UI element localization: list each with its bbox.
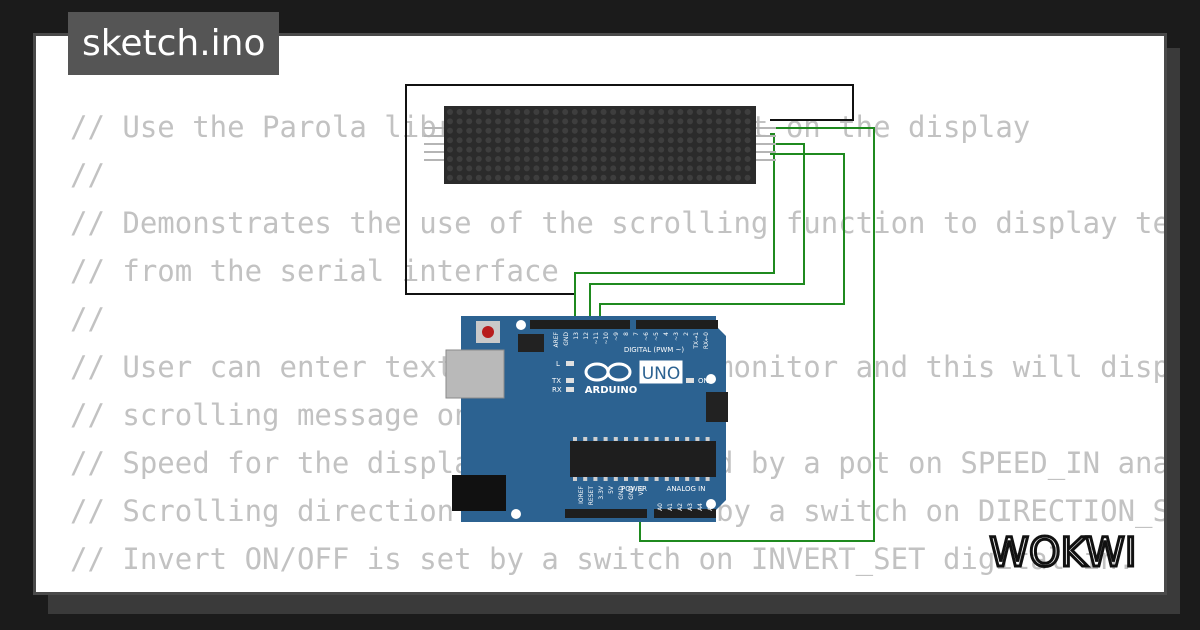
pin-label-digital: TX→1 bbox=[693, 332, 700, 350]
digital-header-right bbox=[636, 320, 718, 329]
pin-label-digital: ~10 bbox=[603, 332, 610, 345]
reset-button-icon bbox=[476, 321, 500, 343]
pin-label-analog: A4 bbox=[697, 503, 704, 511]
code-line[interactable]: // Invert ON/OFF is set by a switch on I… bbox=[70, 542, 1136, 576]
pin-label-digital: ~9 bbox=[613, 332, 620, 341]
code-line[interactable]: // Demonstrates the use of the scrolling… bbox=[70, 206, 1167, 240]
label-rx: RX bbox=[552, 386, 562, 394]
matrix-pins-right bbox=[756, 127, 776, 161]
pin-label-power: RESET bbox=[588, 486, 595, 506]
label-power: POWER bbox=[621, 485, 647, 493]
label-tx: TX bbox=[551, 377, 561, 385]
pin-label-power: GND bbox=[628, 486, 635, 500]
matrix-pins-left bbox=[424, 127, 444, 161]
pin-label-analog: A2 bbox=[677, 503, 684, 511]
pin-label-digital: 4 bbox=[663, 332, 670, 336]
pin-label-digital: ~6 bbox=[643, 332, 650, 341]
label-digital: DIGITAL (PWM ~) bbox=[624, 346, 685, 354]
code-line[interactable]: // bbox=[70, 583, 105, 592]
wire-cs bbox=[589, 143, 805, 322]
pin-label-digital: ~5 bbox=[653, 332, 660, 341]
pin-label-gnd: GND bbox=[563, 332, 570, 346]
atmega-chip bbox=[570, 441, 716, 477]
arduino-logo-icon bbox=[584, 362, 632, 382]
wire-clk bbox=[599, 153, 845, 322]
matrix-leds bbox=[447, 109, 751, 181]
analog-header bbox=[654, 509, 716, 518]
pin-label-digital: 8 bbox=[623, 332, 630, 336]
pin-label-analog: A1 bbox=[667, 503, 674, 511]
pin-label-digital: 2 bbox=[683, 332, 690, 336]
power-jack-icon bbox=[452, 475, 506, 511]
code-line[interactable]: // from the serial interface bbox=[70, 254, 559, 288]
label-analog: ANALOG IN bbox=[667, 485, 706, 493]
wire-din bbox=[574, 133, 775, 322]
wire-vcc bbox=[639, 127, 875, 542]
led-matrix-display bbox=[424, 106, 776, 184]
code-line[interactable]: // bbox=[70, 158, 105, 192]
label-l: L bbox=[556, 360, 560, 368]
pin-label-digital: 13 bbox=[573, 332, 580, 340]
pin-label-digital: 7 bbox=[633, 332, 640, 336]
pin-label-analog: A5 bbox=[707, 503, 714, 511]
arduino-uno-board: UNO ARDUINO ON L TX RX DIGITAL (PWM ~) P… bbox=[445, 316, 728, 522]
label-on: ON bbox=[698, 377, 709, 385]
usb-port-icon bbox=[445, 349, 505, 399]
pin-label-analog: A3 bbox=[687, 503, 694, 511]
board-brand: ARDUINO bbox=[585, 385, 637, 396]
code-line[interactable]: // User can enter text on the serial mon… bbox=[70, 350, 1164, 384]
code-line[interactable]: // bbox=[70, 302, 105, 336]
pin-label-analog: A0 bbox=[657, 503, 664, 511]
pin-label-power: 5V bbox=[608, 485, 615, 494]
pin-label-power: GND bbox=[618, 486, 625, 500]
power-header bbox=[565, 509, 647, 518]
pin-label-digital: RX←0 bbox=[703, 332, 710, 349]
digital-header-left bbox=[530, 320, 630, 329]
board-model: UNO bbox=[642, 364, 681, 384]
wokwi-logo[interactable]: WOKWI bbox=[978, 522, 1148, 578]
pin-label-power: IOREF bbox=[578, 485, 585, 503]
wokwi-logo-text: WOKWI bbox=[989, 530, 1136, 576]
pin-label-digital: ~11 bbox=[593, 332, 600, 345]
pin-label-power: Vin bbox=[638, 486, 645, 496]
pin-label-digital: ~3 bbox=[673, 332, 680, 341]
pin-label-digital: 12 bbox=[583, 332, 590, 340]
pin-label-aref: AREF bbox=[553, 331, 560, 347]
file-tab[interactable]: sketch.ino bbox=[68, 12, 280, 75]
pin-label-power: 3.3V bbox=[598, 485, 605, 500]
file-name: sketch.ino bbox=[82, 23, 266, 64]
